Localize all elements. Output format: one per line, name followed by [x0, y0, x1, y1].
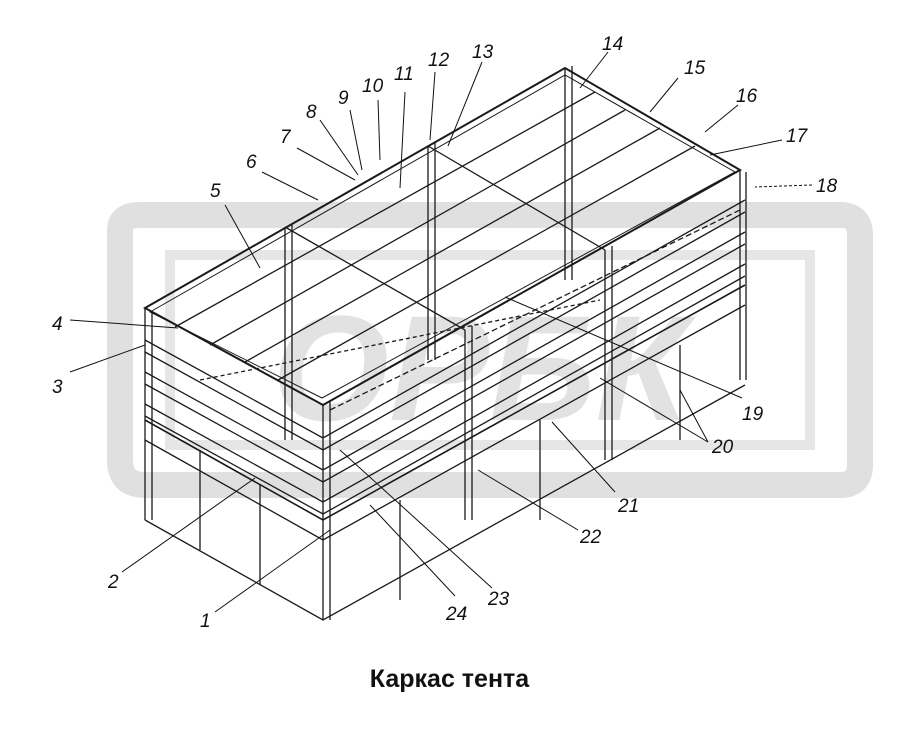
- callout-leaders: [69, 51, 813, 613]
- callout-10: 10: [362, 76, 384, 97]
- callout-18: 18: [816, 176, 838, 197]
- callout-6: 6: [246, 152, 257, 173]
- callout-1: 1: [200, 611, 211, 632]
- callout-12: 12: [428, 50, 450, 71]
- callout-17: 17: [786, 126, 809, 147]
- callout-labels: 1 2 3 4 5 6 7 8 9 10 11 12 13 14 15 16 1…: [52, 34, 838, 632]
- callout-15: 15: [684, 58, 706, 79]
- callout-3: 3: [52, 377, 63, 398]
- figure-caption: Каркас тента: [369, 665, 530, 693]
- watermark-logo: ОРБК: [107, 202, 873, 498]
- callout-21: 21: [617, 496, 639, 517]
- callout-23: 23: [487, 589, 510, 610]
- callout-14: 14: [602, 34, 623, 55]
- callout-20: 20: [711, 437, 734, 458]
- callout-11: 11: [394, 64, 414, 85]
- tent-frame-drawing: [142, 66, 747, 621]
- callout-8: 8: [306, 102, 317, 123]
- callout-13: 13: [472, 42, 494, 63]
- callout-19: 19: [742, 404, 764, 425]
- callout-4: 4: [52, 314, 63, 335]
- callout-24: 24: [445, 604, 467, 625]
- callout-2: 2: [107, 572, 119, 593]
- callout-22: 22: [579, 527, 602, 548]
- callout-7: 7: [280, 127, 292, 148]
- callout-9: 9: [338, 88, 349, 109]
- callout-5: 5: [210, 181, 221, 202]
- callout-16: 16: [736, 86, 758, 107]
